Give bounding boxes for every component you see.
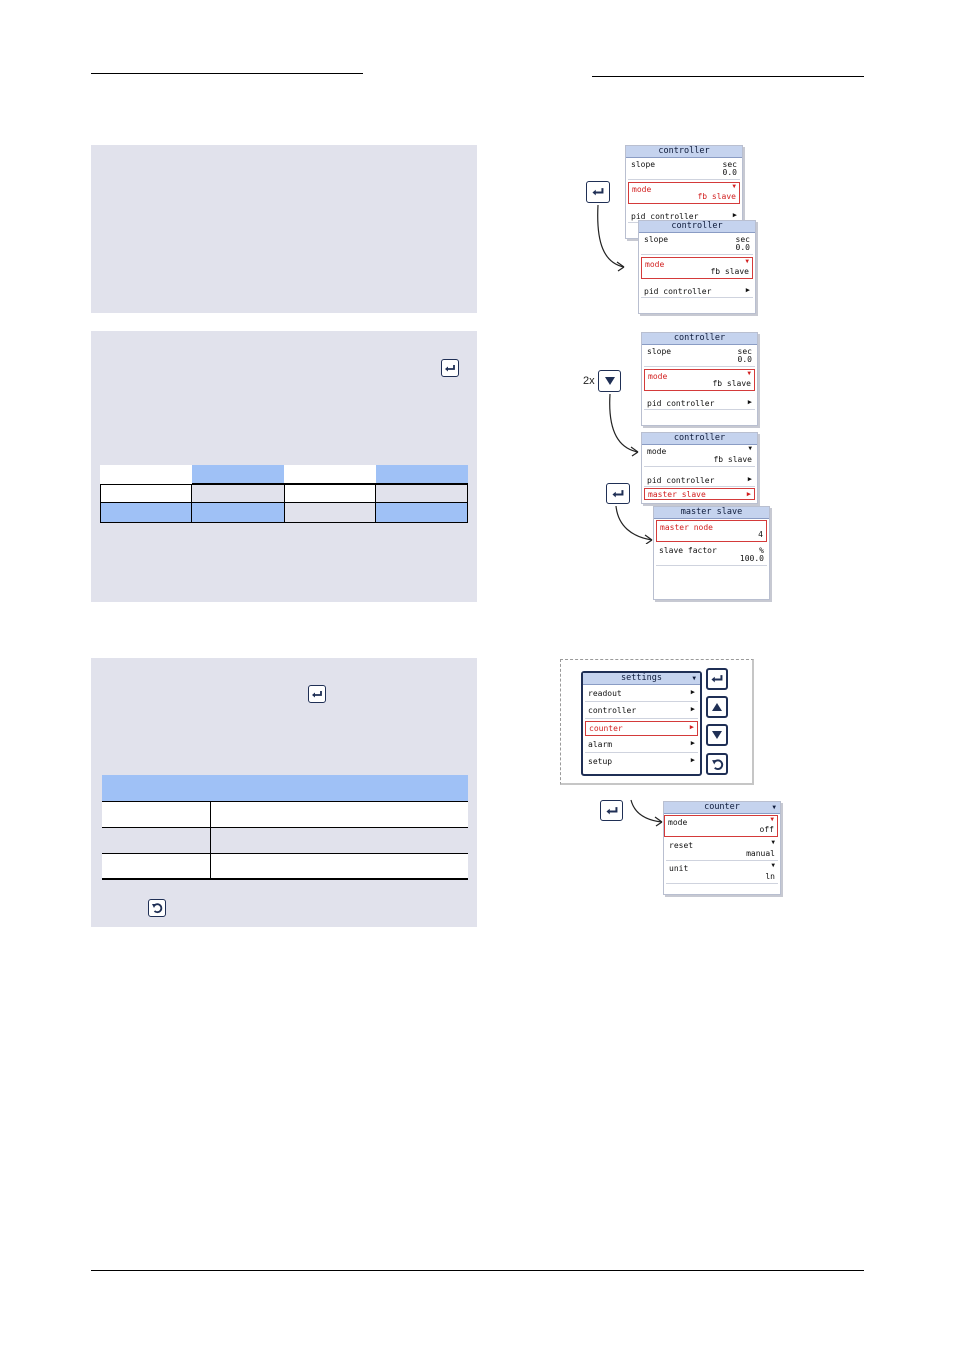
- chevron-right-icon: ▶: [747, 475, 752, 483]
- screen-title: counter ▼: [664, 802, 780, 814]
- mode-row[interactable]: mode ▼ fb slave: [641, 257, 753, 279]
- flow-arrow: [597, 204, 625, 272]
- settings-item-readout[interactable]: readout ▶: [585, 687, 698, 702]
- flow-arrow: [630, 799, 663, 827]
- pid-row[interactable]: pid controller ▶: [644, 474, 755, 487]
- chevron-right-icon: ▶: [690, 705, 695, 713]
- table-cell: [376, 484, 468, 503]
- chevron-right-icon: ▶: [746, 490, 751, 498]
- chevron-right-icon: ▶: [690, 688, 695, 696]
- enter-key-icon: [600, 800, 623, 821]
- chevron-right-icon: ▶: [747, 398, 752, 406]
- dropdown-triangle-icon: ▼: [770, 816, 774, 823]
- table-cell: [100, 465, 192, 484]
- table-cell: [102, 801, 211, 827]
- slave-factor-row[interactable]: slave factor % 100.0: [656, 544, 767, 566]
- reset-row[interactable]: reset ▼ manual: [666, 839, 778, 861]
- dropdown-triangle-icon: ▼: [747, 370, 751, 377]
- unit-row[interactable]: unit ▼ ln: [666, 862, 778, 884]
- text-box-3: [91, 658, 477, 927]
- table-cell: [211, 801, 468, 827]
- screen-title: master slave: [654, 507, 769, 519]
- table-cell: [100, 503, 192, 523]
- header-rule-right: [592, 76, 864, 77]
- dropdown-triangle-icon: ▼: [745, 258, 749, 265]
- settings-item-setup[interactable]: setup ▶: [588, 756, 695, 766]
- dropdown-triangle-icon: ▼: [771, 862, 775, 869]
- dropdown-triangle-icon: ▼: [771, 839, 775, 846]
- dropdown-triangle-icon: ▼: [748, 445, 752, 452]
- pid-row[interactable]: pid controller ▶: [644, 397, 755, 410]
- table-cell: [102, 853, 211, 880]
- dropdown-triangle-icon: ▼: [772, 804, 776, 811]
- controller-screen-2: controller mode ▼ fb slave pid controlle…: [641, 432, 758, 504]
- enter-key-icon: [606, 483, 630, 504]
- down-key-button[interactable]: [706, 724, 728, 746]
- table-cell: [192, 484, 284, 503]
- table-header-cell: [211, 775, 468, 801]
- text-box-2: [91, 331, 477, 602]
- mode-row[interactable]: mode ▼ off: [664, 815, 778, 837]
- controller-screen-1: controller slope sec 0.0 mode ▼ fb slave…: [641, 332, 758, 426]
- table-cell: [376, 465, 468, 484]
- settings-screen: settings ▼ readout ▶ controller ▶ counte…: [581, 671, 702, 776]
- footer-rule: [91, 1270, 864, 1271]
- table-cell: [100, 484, 192, 503]
- table-cell: [284, 503, 376, 523]
- screen-title: settings ▼: [583, 673, 700, 685]
- mode-row[interactable]: mode ▼ fb slave: [644, 369, 755, 391]
- settings-item-alarm[interactable]: alarm ▶: [585, 738, 698, 753]
- table-cell: [211, 853, 468, 880]
- dropdown-triangle-icon: ▼: [732, 183, 736, 190]
- enter-key-icon: [586, 181, 610, 203]
- device-frame: [560, 659, 754, 785]
- back-key-button[interactable]: [706, 753, 728, 775]
- table-cell: [192, 465, 284, 484]
- settings-item-counter[interactable]: counter ▶: [585, 721, 698, 736]
- master-slave-row[interactable]: master slave ▶: [644, 488, 755, 500]
- chevron-right-icon: ▶: [689, 723, 694, 731]
- pid-row[interactable]: pid controller ▶: [641, 285, 753, 298]
- enter-key-icon: [308, 685, 326, 703]
- screen-title: controller: [639, 221, 755, 233]
- up-key-button[interactable]: [706, 696, 728, 718]
- enter-key-button[interactable]: [706, 668, 728, 690]
- screen-title: controller: [626, 146, 742, 158]
- chevron-right-icon: ▶: [690, 756, 695, 764]
- mode-row[interactable]: mode ▼ fb slave: [644, 445, 755, 467]
- header-rule-left: [91, 73, 363, 74]
- down-key-icon: [598, 370, 621, 392]
- table-cell: [211, 827, 468, 853]
- table-cell: [376, 503, 468, 523]
- chevron-right-icon: ▶: [732, 211, 737, 219]
- flow-arrow: [609, 393, 639, 457]
- back-key-icon: [148, 899, 166, 917]
- slope-row[interactable]: slope sec 0.0: [644, 345, 755, 367]
- table-cell: [284, 465, 376, 484]
- chevron-right-icon: ▶: [745, 286, 750, 294]
- slope-row[interactable]: slope sec 0.0: [628, 158, 740, 180]
- settings-item-controller[interactable]: controller ▶: [585, 704, 698, 719]
- chevron-right-icon: ▶: [690, 739, 695, 747]
- mode-row[interactable]: mode ▼ fb slave: [628, 182, 740, 204]
- screen-title: controller: [642, 433, 757, 445]
- text-box-1: [91, 145, 477, 313]
- dropdown-triangle-icon: ▼: [692, 675, 696, 682]
- counter-screen: counter ▼ mode ▼ off reset ▼ manual unit…: [663, 801, 781, 895]
- repeat-count-label: 2x: [583, 375, 595, 387]
- counter-table: [102, 775, 468, 881]
- table-cell: [284, 484, 376, 503]
- screen-title: controller: [642, 333, 757, 345]
- table-cell: [102, 827, 211, 853]
- controller-screen-front: controller slope sec 0.0 mode ▼ fb slave…: [638, 220, 756, 314]
- master-node-row[interactable]: master node 4: [656, 520, 767, 542]
- table-header-cell: [102, 775, 211, 801]
- flow-arrow: [615, 505, 653, 544]
- master-slave-screen: master slave master node 4 slave factor …: [653, 506, 770, 600]
- table-cell: [192, 503, 284, 523]
- slope-row[interactable]: slope sec 0.0: [641, 233, 753, 255]
- enter-key-icon: [441, 359, 459, 377]
- mapping-table: [100, 465, 468, 523]
